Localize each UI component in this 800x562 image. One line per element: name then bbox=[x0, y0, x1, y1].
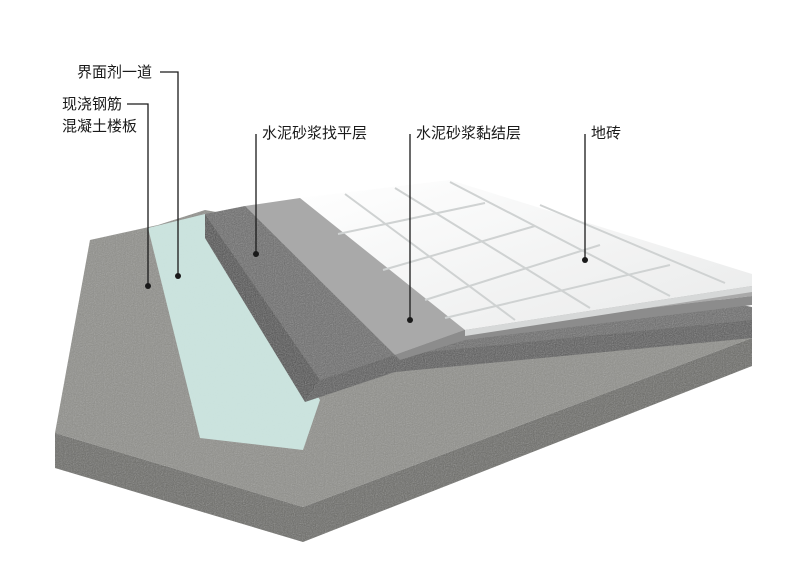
leveling-layer-side bbox=[205, 214, 320, 402]
tile-grout-lines bbox=[337, 181, 726, 321]
bonding-layer-front bbox=[395, 296, 752, 360]
interface-agent-layer bbox=[148, 214, 320, 450]
label-bonding: 水泥砂浆黏结层 bbox=[416, 124, 522, 142]
leader-dot-icon bbox=[253, 251, 259, 257]
leader-slab bbox=[127, 103, 149, 284]
leveling-layer-front bbox=[305, 320, 752, 402]
leader-dots bbox=[145, 251, 588, 323]
leader-lines bbox=[127, 71, 586, 318]
label-interface-agent: 界面剂一道 bbox=[77, 63, 153, 81]
leader-dot-icon bbox=[175, 273, 181, 279]
label-slab-line1: 现浇钢筋 bbox=[62, 95, 123, 113]
leader-dot-icon bbox=[582, 257, 588, 263]
leader-dot-icon bbox=[407, 317, 413, 323]
slab-front-face bbox=[55, 338, 752, 542]
label-slab-line2: 混凝土楼板 bbox=[62, 117, 138, 135]
leader-dot-icon bbox=[145, 283, 151, 289]
tile-layer-front bbox=[465, 286, 752, 336]
label-leveling: 水泥砂浆找平层 bbox=[262, 124, 368, 142]
label-tile: 地砖 bbox=[591, 124, 622, 142]
leader-interface-agent bbox=[160, 71, 179, 274]
